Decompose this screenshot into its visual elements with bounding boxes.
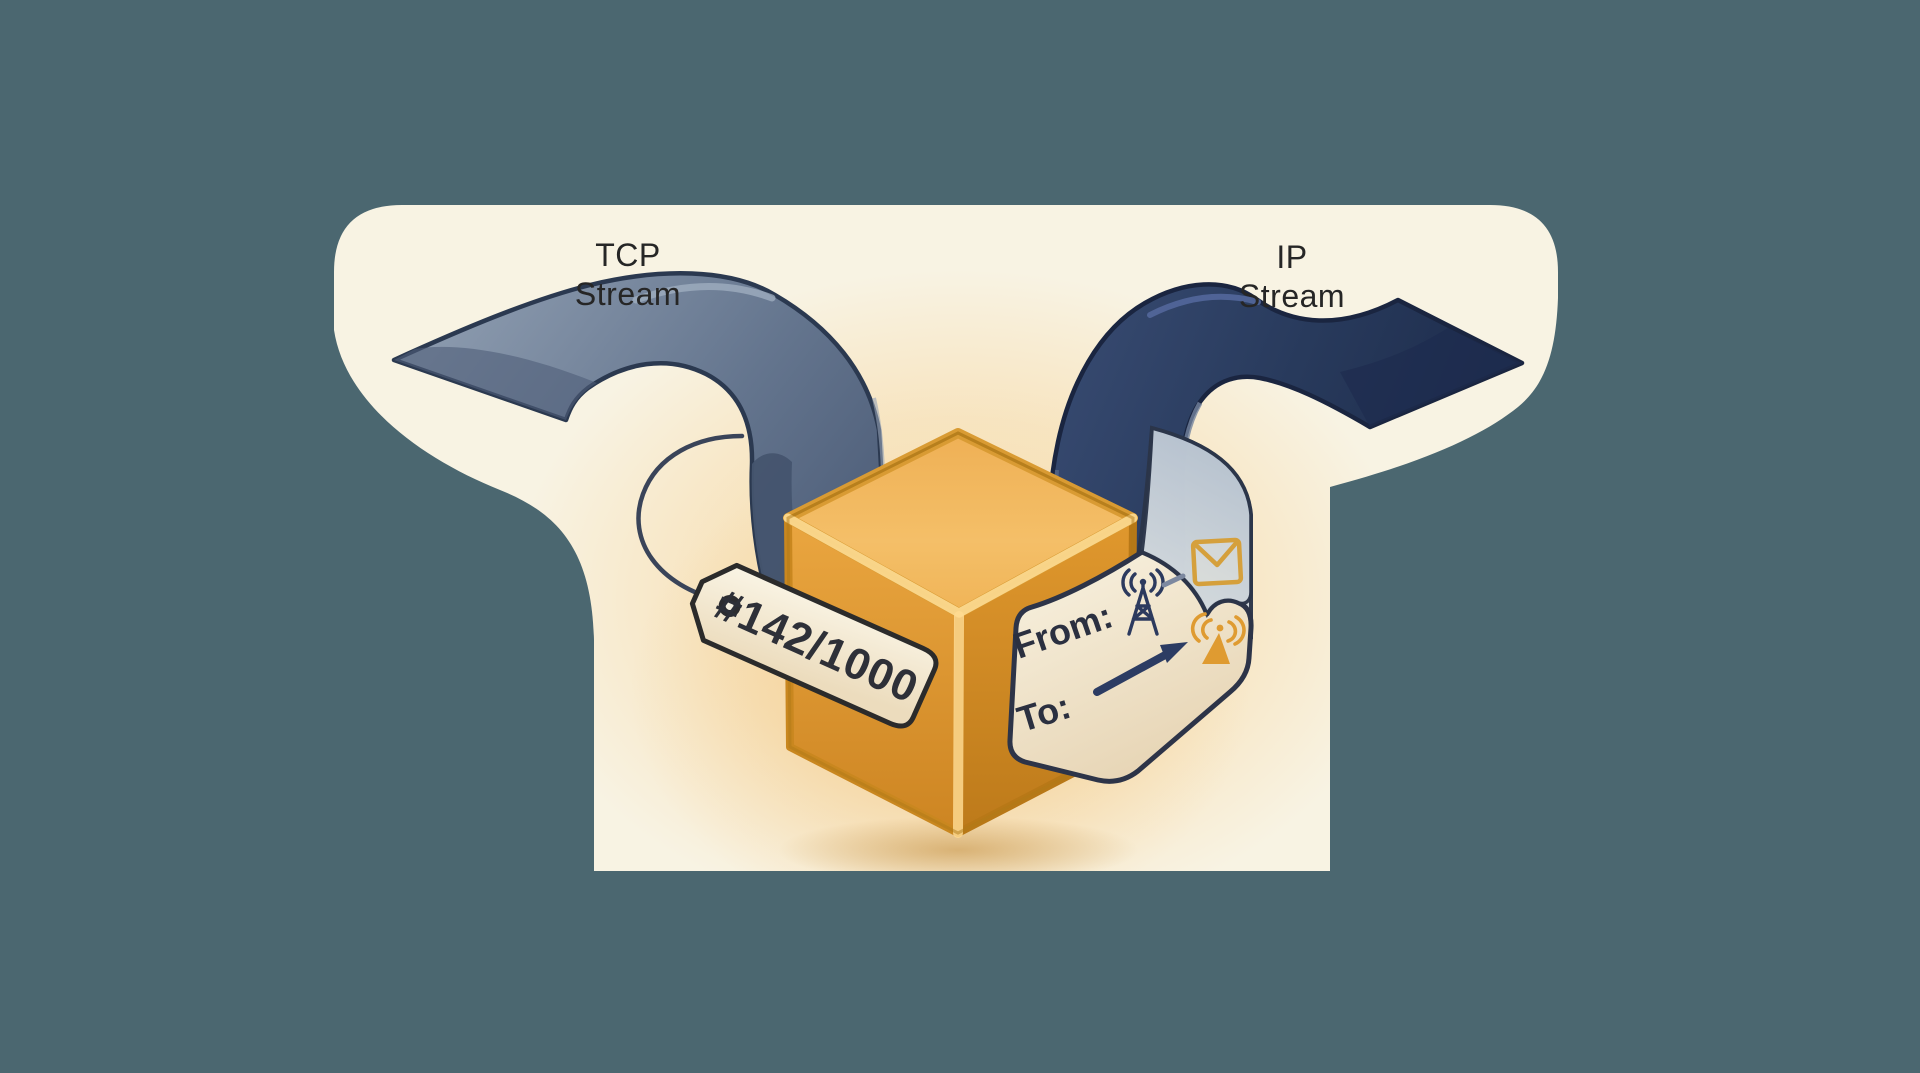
radio-tower-icon [1121, 568, 1165, 636]
address-panel: From: To: [1007, 549, 1254, 784]
tcp-label-line1: TCP [595, 237, 661, 273]
envelope-icon [1190, 537, 1244, 587]
ip-label-line2: Stream [1239, 278, 1345, 314]
ip-label-line1: IP [1276, 239, 1307, 275]
link-dash [1161, 573, 1186, 588]
tag-body [689, 562, 939, 729]
tcp-stream-label: TCP Stream [575, 237, 681, 312]
tcp-label-line2: Stream [575, 276, 681, 312]
ribbon-wrap-overlay [1140, 425, 1253, 619]
ip-stream-label: IP Stream [1239, 239, 1345, 314]
tag-string [636, 433, 745, 604]
antenna-icon [1190, 612, 1246, 664]
arrow-right-icon [1093, 642, 1188, 696]
tag-hole [718, 594, 741, 617]
